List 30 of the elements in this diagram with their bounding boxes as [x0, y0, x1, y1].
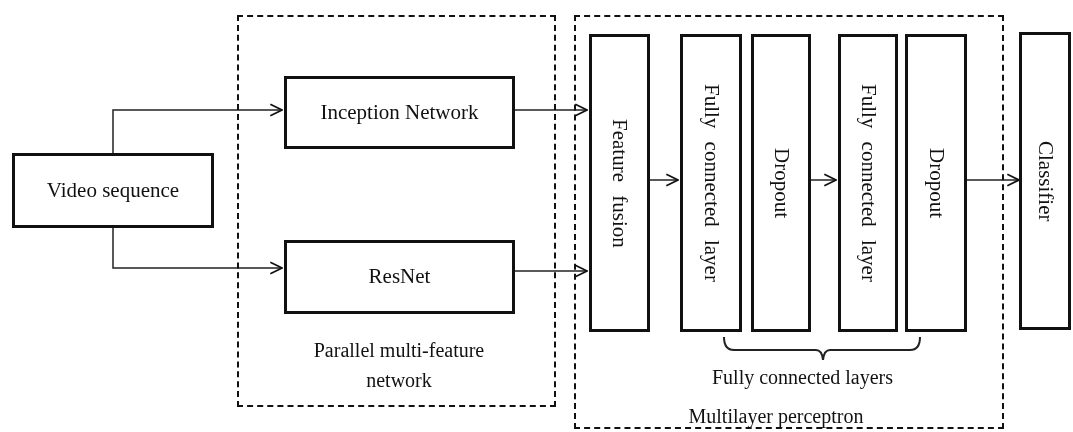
process-box [838, 34, 898, 332]
layer-label: Feature fusion [607, 118, 633, 248]
brace-label: Fully connected layers [712, 366, 894, 389]
layer-label: Dropout [768, 148, 794, 218]
process-box [905, 34, 967, 332]
layer-label: Fully connected layer [855, 84, 881, 282]
layer-label: Fully connected layer [698, 84, 724, 282]
arrow [112, 227, 283, 275]
process-box [680, 34, 742, 332]
process-box [1019, 32, 1071, 330]
arrow [112, 103, 283, 154]
process-box [12, 153, 214, 228]
arrow [964, 173, 1020, 187]
dashed-group-frame [237, 15, 556, 407]
layer-label: Classifier [1032, 140, 1058, 222]
process-box [589, 34, 650, 332]
arrow [808, 173, 837, 187]
box-label: Video sequence [46, 177, 180, 204]
group-label: Parallel multi-feature network [312, 338, 486, 393]
process-box [751, 34, 811, 332]
layer-label: Dropout [923, 148, 949, 218]
dashed-group-frame [574, 15, 1004, 429]
arrow [512, 264, 588, 278]
arrow [647, 173, 679, 187]
process-box [284, 76, 515, 149]
box-label: ResNet [368, 264, 431, 290]
process-box [284, 240, 515, 314]
group-label: Multilayer perceptron [687, 404, 865, 430]
arrow [512, 103, 588, 117]
box-label: Inception Network [320, 99, 479, 126]
